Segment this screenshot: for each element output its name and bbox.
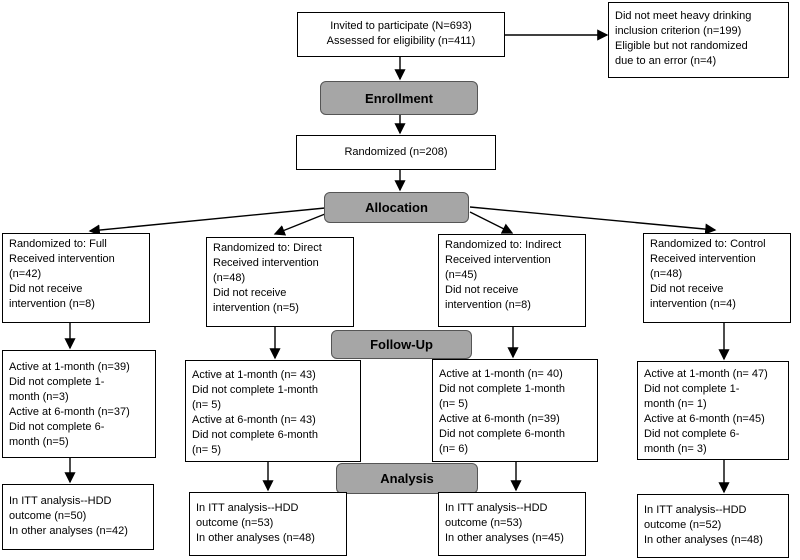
arm-direct-followup-box: Active at 1-month (n= 43) Did not comple… [185,360,361,462]
arm-direct-analysis-box: In ITT analysis--HDD outcome (n=53) In o… [189,492,347,556]
arrow-allocation-to-full [88,207,326,236]
arrow-allocation-to-control [469,206,717,235]
enrollment-label: Enrollment [320,81,478,115]
allocation-label: Allocation [324,192,469,223]
arm-control-allocation-box: Randomized to: Control Received interven… [643,233,791,323]
arrow-allocation-to-indirect [469,211,514,234]
invited-box: Invited to participate (N=693) Assessed … [297,12,505,57]
analysis-label: Analysis [336,463,478,494]
arm-full-followup-box: Active at 1-month (n=39) Did not complet… [2,350,156,458]
arm-full-allocation-box: Randomized to: Full Received interventio… [2,233,150,323]
excluded-box: Did not meet heavy drinking inclusion cr… [608,2,789,78]
arm-control-analysis-box: In ITT analysis--HDD outcome (n=52) In o… [637,494,789,558]
randomized-box: Randomized (n=208) [296,135,496,170]
arrow-allocation-to-direct [273,211,331,236]
arm-indirect-allocation-box: Randomized to: Indirect Received interve… [438,234,586,327]
arm-indirect-analysis-box: In ITT analysis--HDD outcome (n=53) In o… [438,492,586,556]
arm-direct-allocation-box: Randomized to: Direct Received intervent… [206,237,354,327]
arm-indirect-followup-box: Active at 1-month (n= 40) Did not comple… [432,359,598,462]
arm-full-analysis-box: In ITT analysis--HDD outcome (n=50) In o… [2,484,154,550]
arm-control-followup-box: Active at 1-month (n= 47) Did not comple… [637,361,789,460]
follow-up-label: Follow-Up [331,330,472,359]
